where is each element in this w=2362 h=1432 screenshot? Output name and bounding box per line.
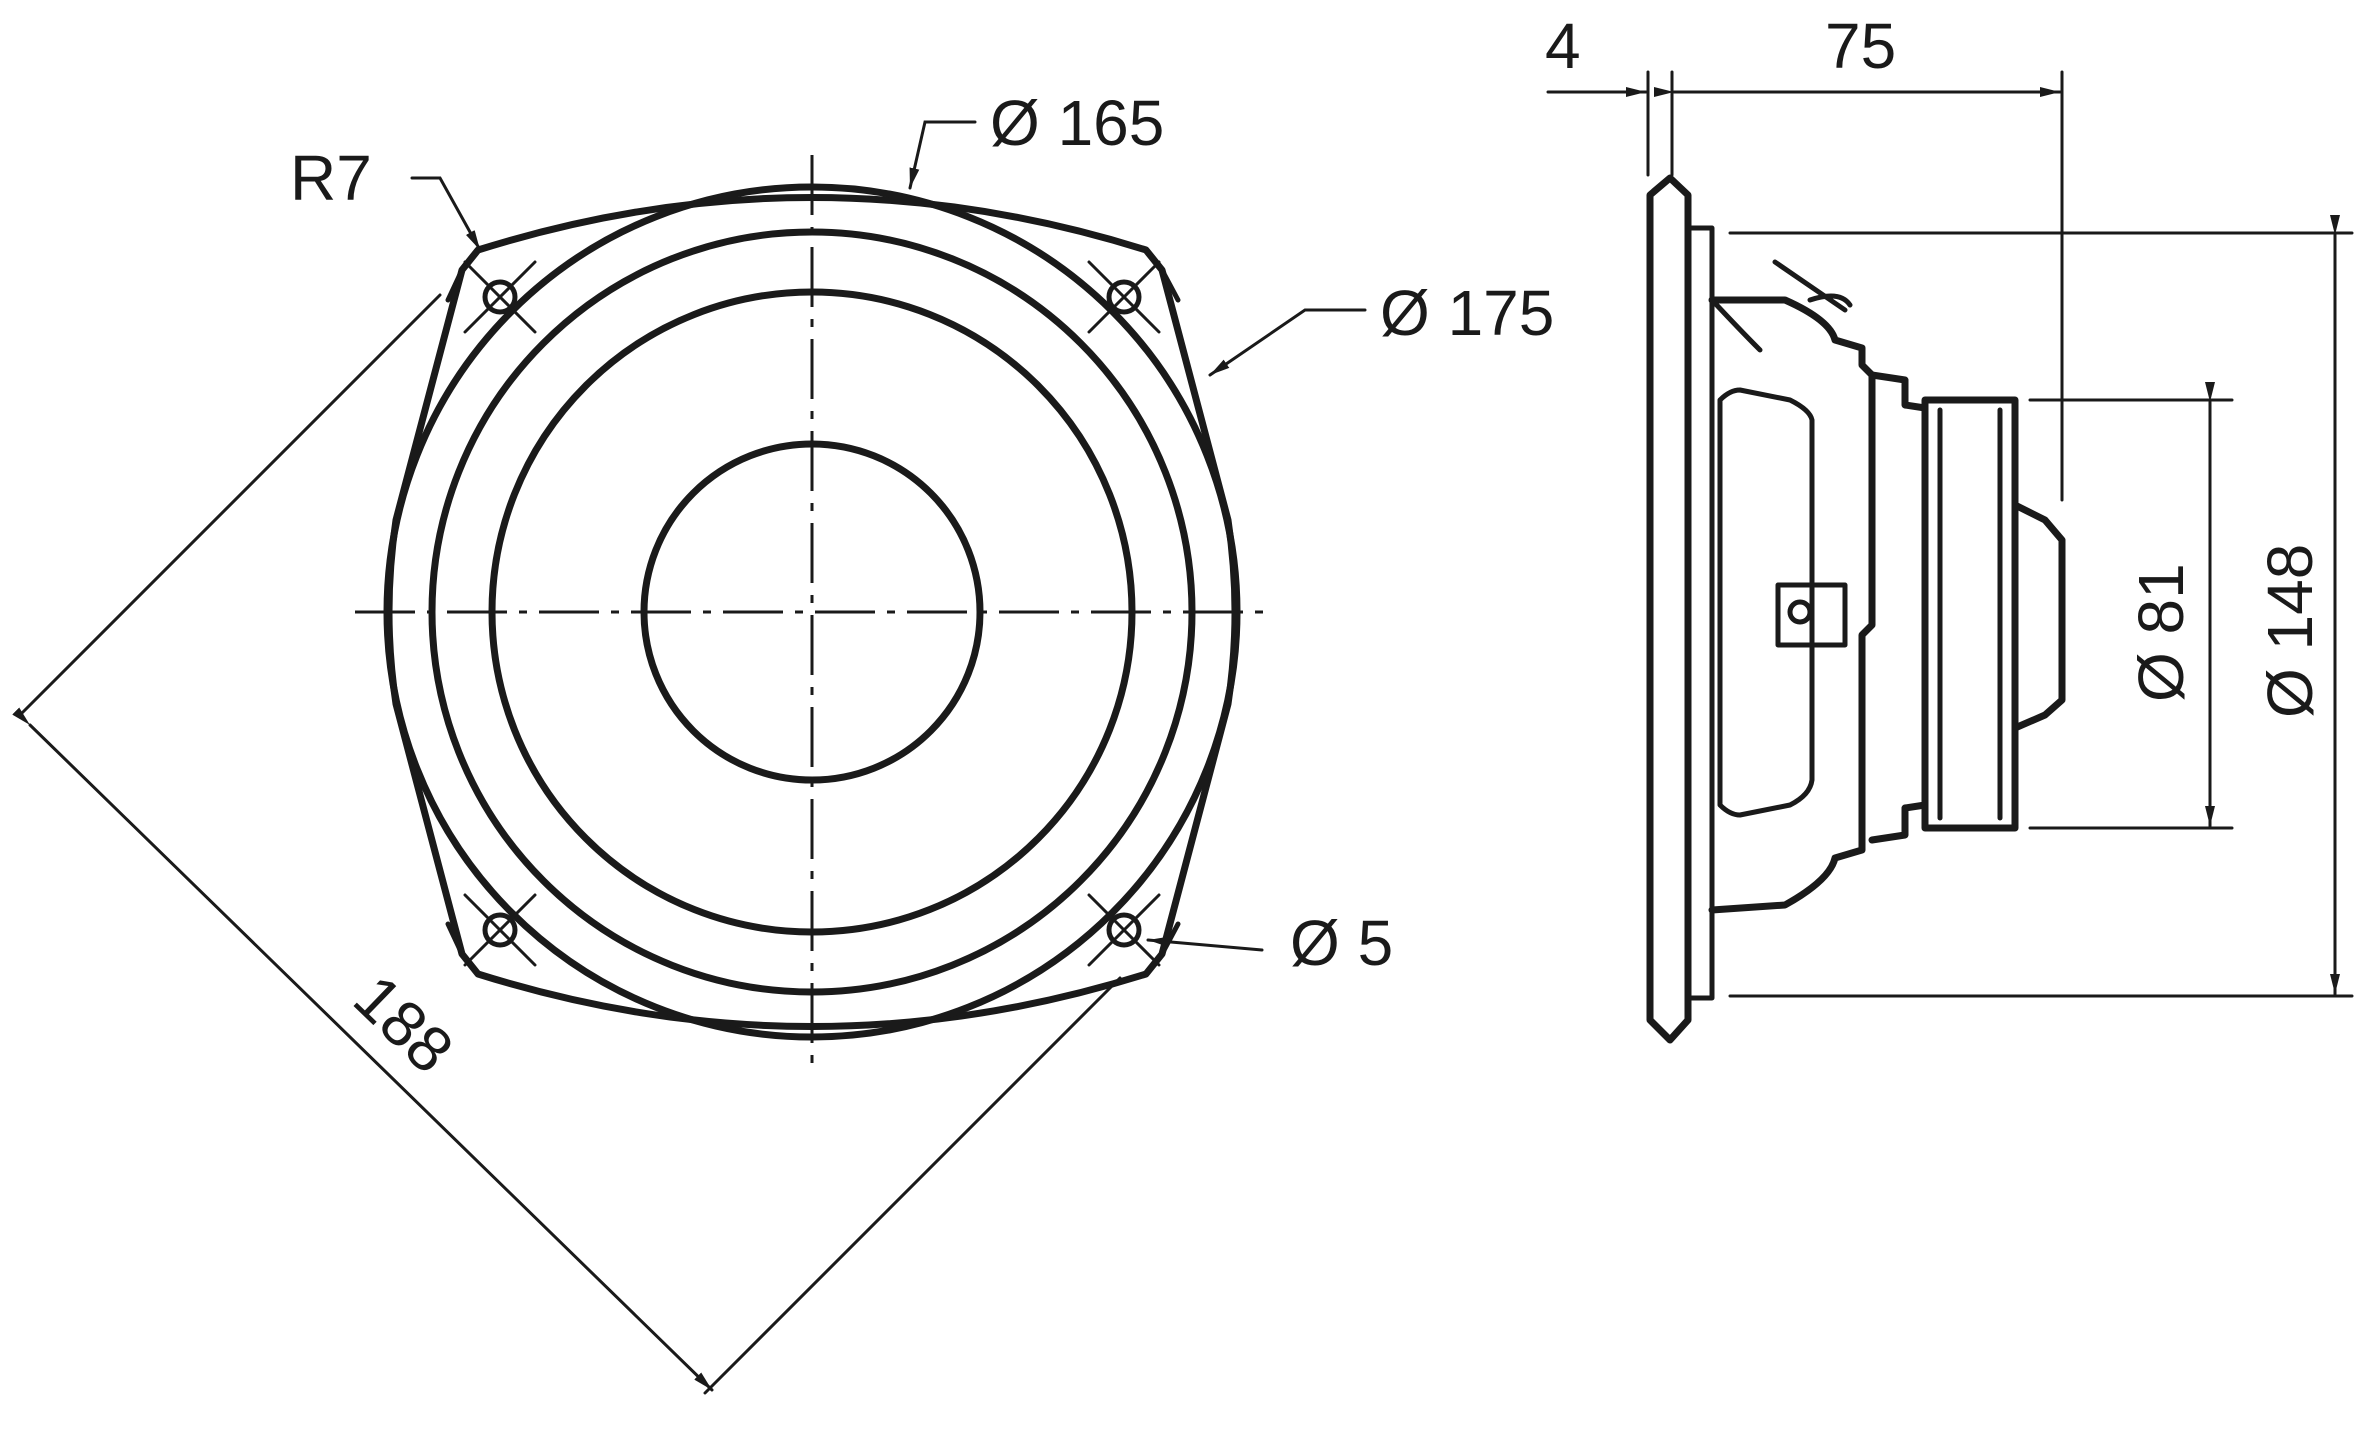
dim188-line [12,707,714,1392]
front-view: R7 Ø 165 Ø 175 Ø 5 188 [12,87,1554,1395]
mounting-hole-top-left [463,260,537,334]
basket-window [1717,387,1815,818]
dim148-label: Ø 148 [2254,544,2326,718]
dim188-label: 188 [340,961,467,1087]
side-view: 4 75 Ø 148 Ø 81 [1545,10,2354,1044]
dim188-extension-bottom [703,976,1122,1395]
d165-label: Ø 165 [990,87,1164,159]
surround-ring [428,228,1196,996]
dim81-label: Ø 81 [2125,563,2197,702]
flange-outline [1646,174,1692,1044]
basket-outline [1708,296,1876,914]
cone-ring [488,288,1136,936]
mounting-hole-bottom-right [1087,893,1161,967]
dim75-label: 75 [1825,10,1896,82]
magnet [1921,396,2019,832]
frame-inner-edge [445,267,1181,957]
d165-leader [908,120,977,190]
mounting-hole-top-right [1087,260,1161,334]
d175-leader [1208,308,1367,377]
rear-step [1868,371,1929,844]
d175-label: Ø 175 [1380,277,1554,349]
frame-ring-outer [383,183,1241,1041]
r7-label: R7 [290,142,372,214]
terminal-tab [1775,582,1848,648]
dim188-extension-top [18,293,442,717]
terminal-hole [1787,599,1813,625]
dust-cap [640,440,984,784]
r7-leader [410,176,482,252]
basket-upper-rib [1709,259,1853,353]
dim4-label: 4 [1545,10,1581,82]
pole-piece [2011,501,2066,732]
d5-label: Ø 5 [1290,907,1393,979]
d5-leader [1146,936,1264,952]
gasket [1685,225,1715,1001]
